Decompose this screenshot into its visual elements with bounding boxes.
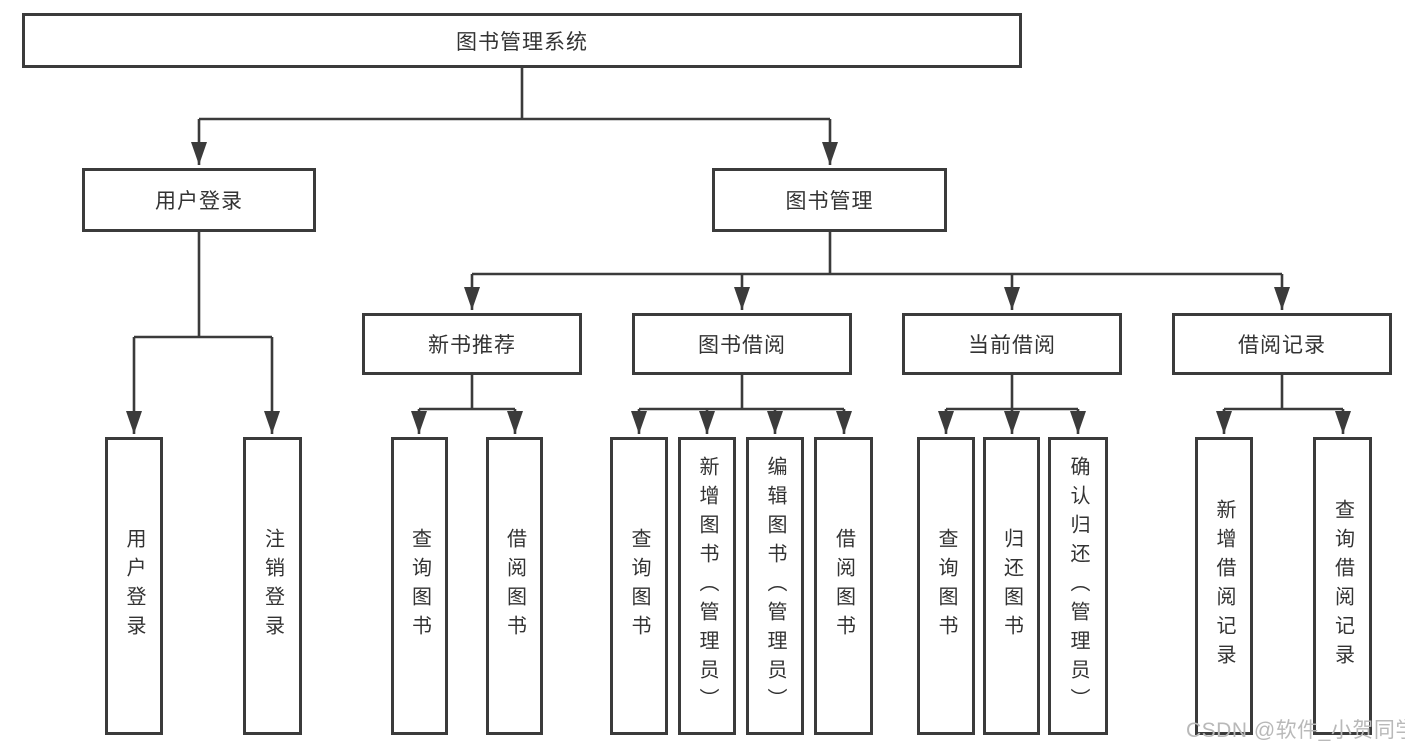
watermark-text: CSDN @软件_小贺同学 — [1186, 719, 1405, 742]
leaf-user-login: 用户登录 — [105, 437, 163, 735]
node-book-management: 图书管理 — [712, 168, 947, 232]
node-borrowing-records: 借阅记录 — [1172, 313, 1392, 375]
root-node: 图书管理系统 — [22, 13, 1022, 68]
node-current-borrowing: 当前借阅 — [902, 313, 1122, 375]
leaf-cb-query-books: 查询图书 — [917, 437, 975, 735]
leaf-bb-borrow-books: 借阅图书 — [814, 437, 873, 735]
leaf-cb-return-books: 归还图书 — [983, 437, 1040, 735]
node-new-book-recommend: 新书推荐 — [362, 313, 582, 375]
leaf-bb-add-books-admin: 新增图书（管理员） — [678, 437, 736, 735]
leaf-nbr-query-books: 查询图书 — [391, 437, 448, 735]
leaf-logout: 注销登录 — [243, 437, 302, 735]
leaf-bb-edit-books-admin: 编辑图书（管理员） — [746, 437, 804, 735]
leaf-br-add-record: 新增借阅记录 — [1195, 437, 1253, 735]
leaf-bb-query-books: 查询图书 — [610, 437, 668, 735]
leaf-cb-confirm-return-admin: 确认归还（管理员） — [1048, 437, 1108, 735]
node-user-login: 用户登录 — [82, 168, 316, 232]
tree-wires — [134, 68, 1343, 411]
leaf-nbr-borrow-books: 借阅图书 — [486, 437, 543, 735]
node-book-borrowing: 图书借阅 — [632, 313, 852, 375]
leaf-br-query-record: 查询借阅记录 — [1313, 437, 1372, 735]
